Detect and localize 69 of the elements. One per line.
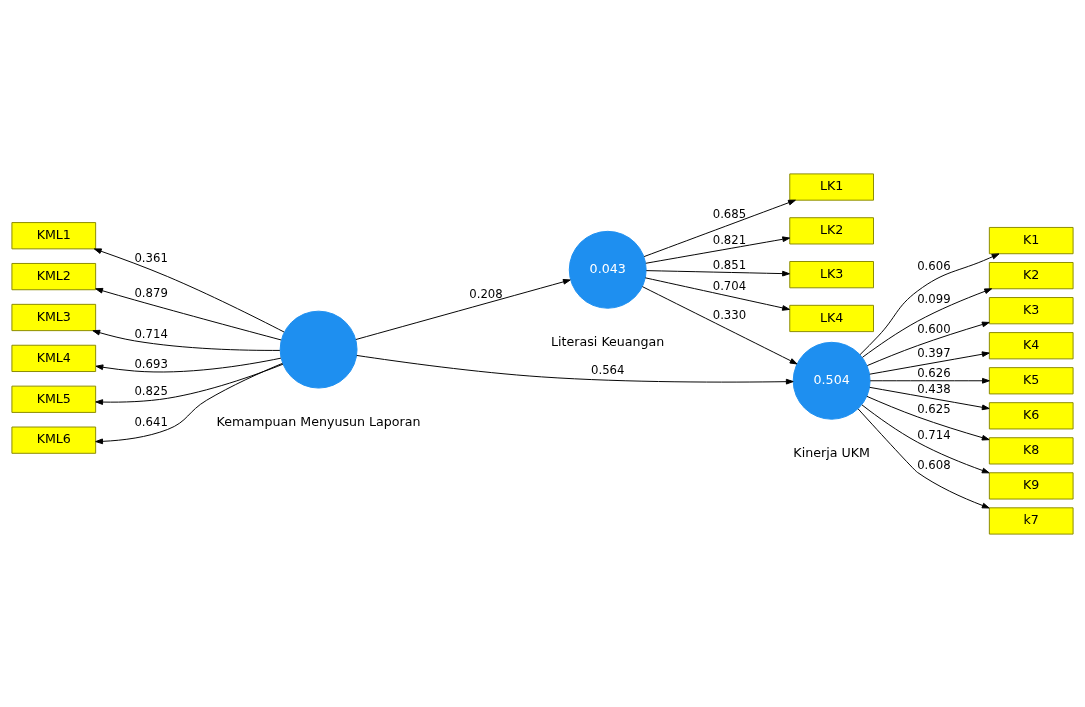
arrow <box>862 287 993 358</box>
edge-label: 0.704 <box>712 278 747 293</box>
arrow <box>869 377 990 384</box>
arrow <box>645 269 790 276</box>
edge-label: 0.208 <box>469 286 503 301</box>
edge-label: 0.397 <box>917 345 951 360</box>
edge-label: 0.685 <box>712 206 747 221</box>
node-box: K8 <box>988 436 1074 464</box>
node-box: KML3 <box>11 303 97 331</box>
arrow <box>857 407 990 508</box>
node-box: k7 <box>988 506 1074 535</box>
node-box: K3 <box>988 296 1074 324</box>
arrow <box>641 285 798 364</box>
node-box: LK1 <box>789 172 874 201</box>
edge-label: 0.714 <box>917 427 951 442</box>
node-box: K9 <box>988 471 1074 500</box>
node-box: LK3 <box>789 260 874 288</box>
arrow <box>866 395 990 440</box>
arrow <box>95 287 282 340</box>
node-box: KML4 <box>11 344 97 372</box>
node-circle: 0.043 <box>568 230 647 309</box>
arrow <box>645 235 791 264</box>
node-box: K1 <box>988 226 1074 254</box>
edge-label: 0.564 <box>591 362 625 377</box>
node-label: Literasi Keuangan <box>551 333 665 349</box>
node-box: K4 <box>988 331 1074 359</box>
edge-label: 0.330 <box>712 307 747 322</box>
arrow <box>95 363 284 405</box>
edge-label: 0.361 <box>134 250 168 265</box>
edge-label: 0.821 <box>712 232 747 247</box>
arrow <box>643 199 796 257</box>
arrow <box>95 357 282 372</box>
node-box: LK4 <box>789 304 874 332</box>
edge-label: 0.608 <box>917 457 951 472</box>
arrow <box>92 329 281 351</box>
edge-label: 0.879 <box>134 285 168 300</box>
node-box: KML2 <box>11 262 97 290</box>
node-circle <box>279 310 358 389</box>
arrow <box>93 247 285 333</box>
arrow <box>859 252 1000 355</box>
edge-label: 0.693 <box>134 356 168 371</box>
arrow <box>355 278 571 340</box>
arrow <box>869 350 990 375</box>
edge-label: 0.625 <box>917 401 951 416</box>
node-box: K5 <box>988 366 1074 394</box>
node-box: KML1 <box>11 221 97 249</box>
arrow <box>861 403 990 473</box>
edge-label: 0.714 <box>134 326 168 341</box>
node-label: Kemampuan Menyusun Laporan <box>216 413 421 429</box>
arrow <box>866 321 990 366</box>
arrow <box>95 362 283 444</box>
arrow <box>356 354 794 385</box>
edge-label: 0.851 <box>712 257 747 272</box>
edge-label: 0.438 <box>917 381 951 396</box>
edge-label: 0.626 <box>917 365 951 380</box>
node-box: K6 <box>988 401 1074 429</box>
edge-label: 0.099 <box>917 291 951 305</box>
node-box: KML5 <box>11 385 97 413</box>
node-box: KML6 <box>11 426 97 454</box>
node-box: LK2 <box>789 216 874 244</box>
edge-label: 0.641 <box>134 414 168 429</box>
arrow <box>869 386 990 410</box>
edge-label: 0.825 <box>134 383 168 398</box>
edge-label: 0.606 <box>917 258 951 273</box>
node-label: Kinerja UKM <box>793 444 870 460</box>
node-box: K2 <box>988 261 1074 289</box>
node-circle: 0.504 <box>792 341 871 420</box>
arrow <box>644 276 790 311</box>
edge-label: 0.600 <box>917 321 951 336</box>
